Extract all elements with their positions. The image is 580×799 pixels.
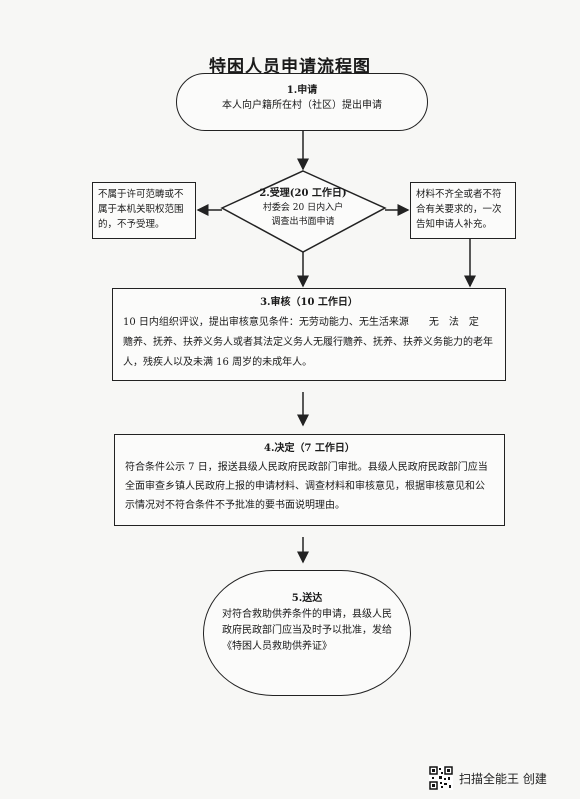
step4-heading: 4.决定（7 工作日） (264, 443, 355, 454)
step5-oval: 5.送达 对符合救助供养条件的申请，县级人民政府民政部门应当及时予以批准，发给《… (203, 570, 411, 696)
supplement-note: 材料不齐全或者不符合有关要求的，一次告知申请人补充。 (410, 182, 516, 239)
step3-box: 3.审核（10 工作日） 10 日内组织评议，提出审核意见条件：无劳动能力、无生… (112, 288, 506, 381)
step3-text: 10 日内组织评议，提出审核意见条件：无劳动能力、无生活来源 无 法 定 赡养、… (123, 317, 493, 368)
step2-heading: 2.受理(20 工作日) (259, 188, 347, 199)
reject-note: 不属于许可范畴或不属于本机关职权范围的，不予受理。 (92, 182, 196, 239)
step3-heading: 3.审核（10 工作日） (260, 297, 358, 308)
step2-line1: 村委会 20 日内入户 (262, 203, 344, 213)
step2-content: 2.受理(20 工作日) 村委会 20 日内入户 调查出书面申请 (222, 187, 384, 229)
step4-box: 4.决定（7 工作日） 符合条件公示 7 日，报送县级人民政府民政部门审批。县级… (114, 434, 505, 526)
step1-heading: 1.申请 (286, 85, 318, 96)
step5-heading: 5.送达 (291, 593, 323, 604)
step1-oval: 1.申请 本人向户籍所在村（社区）提出申请 (176, 73, 428, 131)
step4-text: 符合条件公示 7 日，报送县级人民政府民政部门审批。县级人民政府民政部门应当全面… (125, 462, 488, 511)
step5-text: 对符合救助供养条件的申请，县级人民政府民政部门应当及时予以批准，发给《特困人员救… (222, 609, 392, 652)
step2-line2: 调查出书面申请 (271, 217, 335, 227)
qr-code-icon (429, 766, 453, 790)
page-title: 特困人员申请流程图 (209, 57, 371, 77)
watermark-text: 扫描全能王 创建 (459, 772, 547, 786)
step1-text: 本人向户籍所在村（社区）提出申请 (222, 100, 382, 111)
